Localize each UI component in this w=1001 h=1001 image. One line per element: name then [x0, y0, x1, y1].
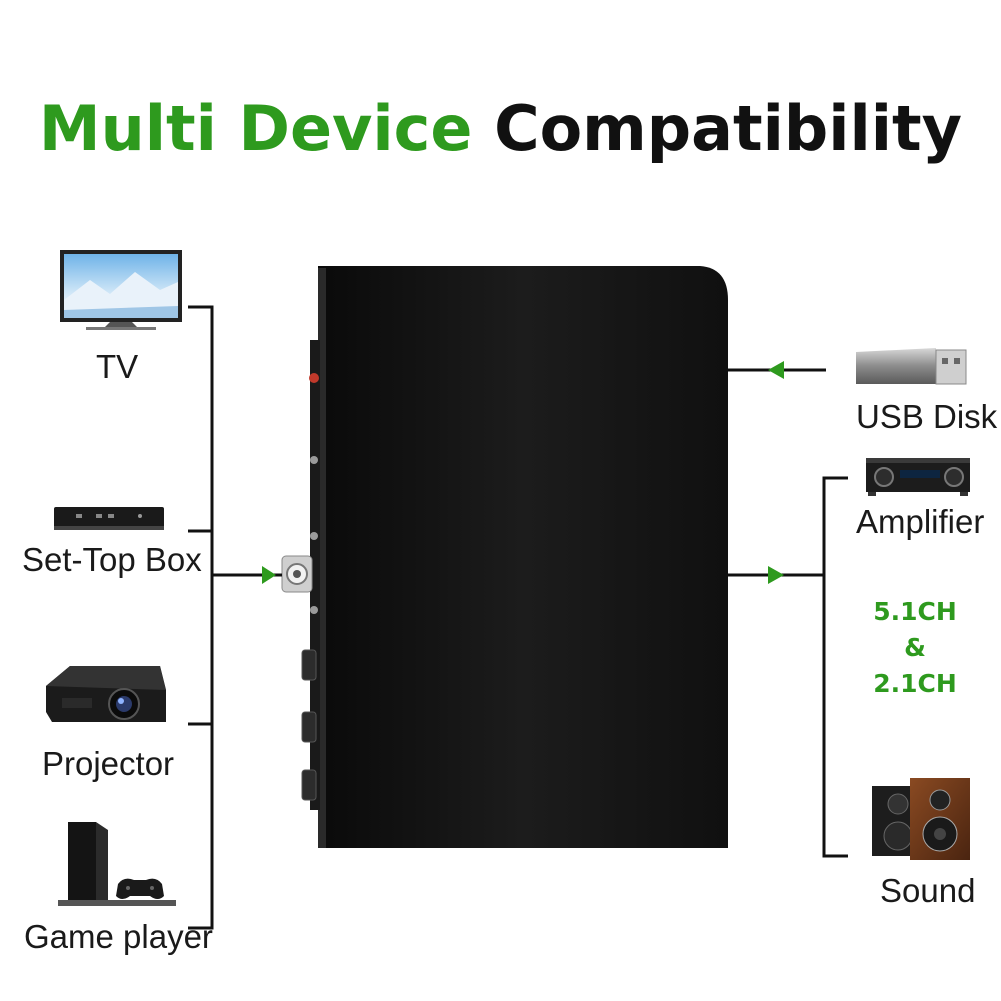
amplifier-label: Amplifier: [856, 503, 985, 540]
page-title: Multi Device Compatibility: [0, 92, 1001, 165]
port-red-icon: [309, 373, 319, 383]
channel-and: &: [904, 633, 926, 662]
game-console-icon: [58, 822, 176, 906]
speakers-icon: [872, 778, 970, 860]
set-top-box-label: Set-Top Box: [22, 541, 202, 578]
projector-icon: [46, 666, 166, 722]
sound-label: Sound: [880, 872, 976, 909]
usb-arrow-icon: [768, 361, 784, 379]
left-connection-lines: [188, 305, 282, 930]
converter-device: [281, 266, 728, 848]
amplifier-icon: [866, 458, 970, 496]
tv-icon: [60, 250, 182, 330]
channel-51: 5.1CH: [873, 597, 957, 626]
title-main: Compatibility: [494, 92, 963, 165]
channel-21: 2.1CH: [873, 669, 957, 698]
title-highlight: Multi Device: [38, 92, 473, 165]
channel-info: 5.1CH & 2.1CH: [855, 594, 975, 702]
right-connection-lines: [728, 368, 848, 858]
set-top-box-icon: [54, 507, 164, 530]
game-player-label: Game player: [24, 918, 213, 955]
usb-disk-label: USB Disk: [856, 398, 998, 435]
output-arrow-icon: [768, 566, 784, 584]
tv-label: TV: [96, 348, 139, 385]
usb-disk-icon: [856, 348, 967, 385]
input-arrow-icon: [262, 566, 276, 584]
projector-label: Projector: [42, 745, 175, 782]
